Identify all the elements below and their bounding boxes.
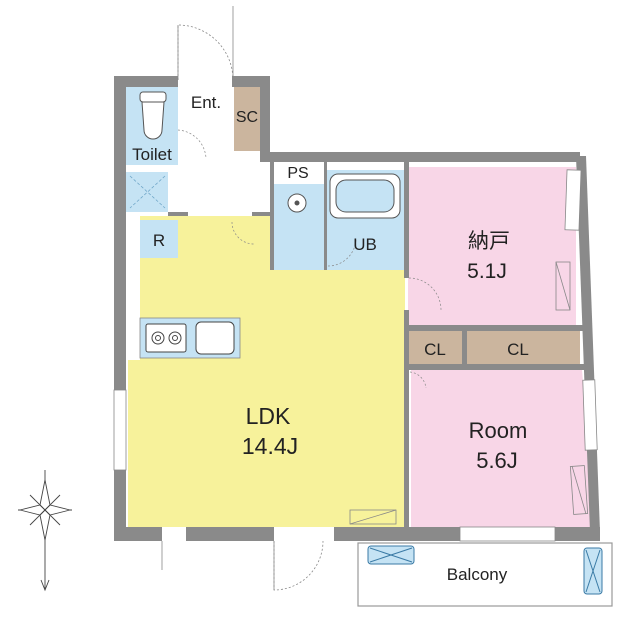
closet-left-label: CL bbox=[424, 340, 446, 359]
balcony-label: Balcony bbox=[447, 565, 508, 584]
closet-left bbox=[408, 331, 462, 364]
storage-label: 納戸 bbox=[468, 230, 510, 253]
storage-size: 5.1J bbox=[467, 260, 507, 283]
storage-mirror bbox=[555, 261, 571, 311]
pipe-space bbox=[274, 160, 324, 182]
stove-icon bbox=[145, 323, 187, 353]
interior-doors bbox=[177, 129, 442, 389]
kitchen-sink-icon bbox=[195, 321, 235, 355]
shoe-closet bbox=[234, 87, 260, 151]
toilet-label: Toilet bbox=[132, 145, 172, 164]
unit-bath-label: UB bbox=[353, 235, 377, 254]
closet-right bbox=[467, 331, 580, 364]
air-conditioner-icon bbox=[367, 545, 603, 595]
toilet-icon bbox=[139, 91, 167, 140]
ldk-floor bbox=[128, 216, 405, 527]
pipe-space-label: PS bbox=[287, 165, 308, 182]
room-size: 5.6J bbox=[476, 448, 518, 473]
shoe-closet-label: SC bbox=[236, 109, 258, 126]
entry-floor bbox=[178, 90, 234, 155]
ldk-size: 14.4J bbox=[242, 433, 298, 459]
compass-icon bbox=[18, 470, 72, 592]
windows bbox=[113, 169, 598, 542]
fridge-space bbox=[140, 220, 178, 258]
balcony-doors bbox=[161, 540, 324, 591]
room-label: Room bbox=[469, 418, 528, 443]
floor-hatch bbox=[349, 509, 397, 525]
laundry-area bbox=[126, 172, 168, 212]
room-mirror bbox=[569, 465, 589, 515]
bathtub-icon bbox=[329, 173, 401, 219]
fridge-label: R bbox=[153, 231, 165, 250]
sink-icon bbox=[287, 193, 307, 213]
entrance-door bbox=[177, 6, 234, 81]
room-floor bbox=[411, 370, 596, 527]
closet-right-label: CL bbox=[507, 340, 529, 359]
entrance-label: Ent. bbox=[191, 93, 221, 112]
storage-floor bbox=[408, 167, 576, 325]
ldk-label: LDK bbox=[246, 403, 291, 429]
washer-pan-icon bbox=[129, 175, 166, 209]
